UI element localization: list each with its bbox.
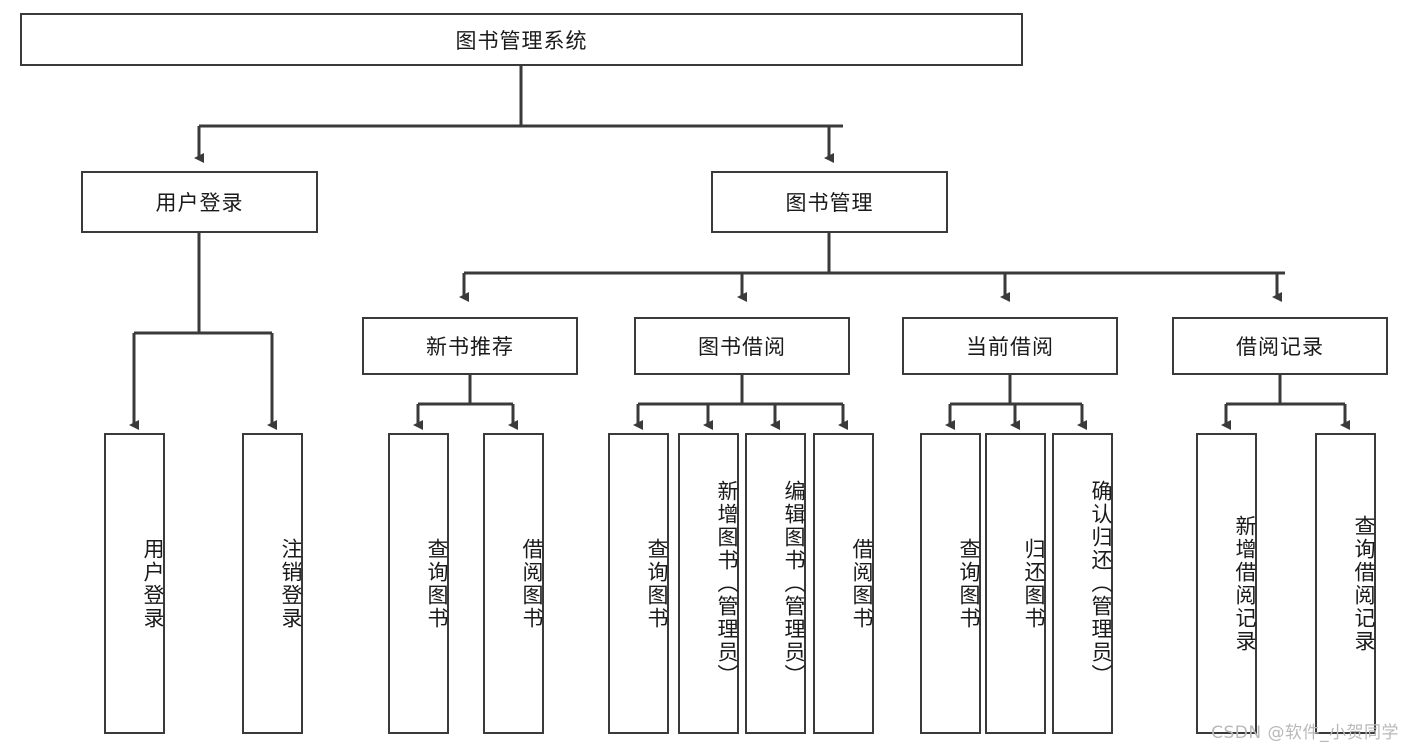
node-current-borrow[interactable]: 当前借阅 — [902, 317, 1118, 375]
node-label: 新增借阅记录 — [1233, 514, 1257, 653]
node-new-book-recommend[interactable]: 新书推荐 — [362, 317, 578, 375]
node-label: 用户登录 — [141, 537, 165, 630]
node-label: 编辑图书（管理员） — [782, 480, 806, 687]
watermark-text: CSDN @软件_小贺同学 — [1211, 723, 1399, 743]
leaf-book-borrow-add-book-admin[interactable]: 新增图书（管理员） — [678, 433, 739, 734]
node-label: 新增图书（管理员） — [715, 480, 739, 687]
node-label: 当前借阅 — [966, 335, 1054, 359]
leaf-user-login-login[interactable]: 用户登录 — [104, 433, 165, 734]
leaf-current-borrow-query-book[interactable]: 查询图书 — [920, 433, 981, 734]
leaf-book-borrow-query-book[interactable]: 查询图书 — [608, 433, 669, 734]
leaf-user-login-logout[interactable]: 注销登录 — [242, 433, 303, 734]
leaf-current-borrow-return-book[interactable]: 归还图书 — [985, 433, 1046, 734]
leaf-borrow-record-add-record[interactable]: 新增借阅记录 — [1196, 433, 1257, 734]
node-book-borrow[interactable]: 图书借阅 — [634, 317, 850, 375]
node-label: 归还图书 — [1022, 537, 1046, 630]
node-book-management[interactable]: 图书管理 — [711, 171, 948, 233]
leaf-new-book-query-book[interactable]: 查询图书 — [388, 433, 449, 734]
leaf-current-borrow-confirm-return-admin[interactable]: 确认归还（管理员） — [1052, 433, 1113, 734]
node-label: 图书借阅 — [698, 335, 786, 359]
node-user-login[interactable]: 用户登录 — [81, 171, 318, 233]
node-label: 注销登录 — [279, 537, 303, 630]
node-borrow-record[interactable]: 借阅记录 — [1172, 317, 1388, 375]
leaf-book-borrow-edit-book-admin[interactable]: 编辑图书（管理员） — [745, 433, 806, 734]
node-label: 新书推荐 — [426, 335, 514, 359]
node-label: 图书管理 — [785, 191, 874, 215]
node-label: 借阅图书 — [850, 537, 874, 630]
node-label: 借阅记录 — [1236, 335, 1324, 359]
leaf-borrow-record-query-record[interactable]: 查询借阅记录 — [1315, 433, 1376, 734]
node-label: 查询图书 — [425, 537, 449, 630]
node-root-system[interactable]: 图书管理系统 — [20, 13, 1023, 66]
leaf-book-borrow-borrow-book[interactable]: 借阅图书 — [813, 433, 874, 734]
node-label: 确认归还（管理员） — [1089, 480, 1113, 687]
leaf-new-book-borrow-book[interactable]: 借阅图书 — [483, 433, 544, 734]
node-label: 查询图书 — [957, 537, 981, 630]
node-label: 用户登录 — [155, 191, 244, 215]
node-label: 查询借阅记录 — [1352, 514, 1376, 653]
node-label: 借阅图书 — [520, 537, 544, 630]
node-label: 查询图书 — [645, 537, 669, 630]
node-label: 图书管理系统 — [455, 28, 588, 53]
